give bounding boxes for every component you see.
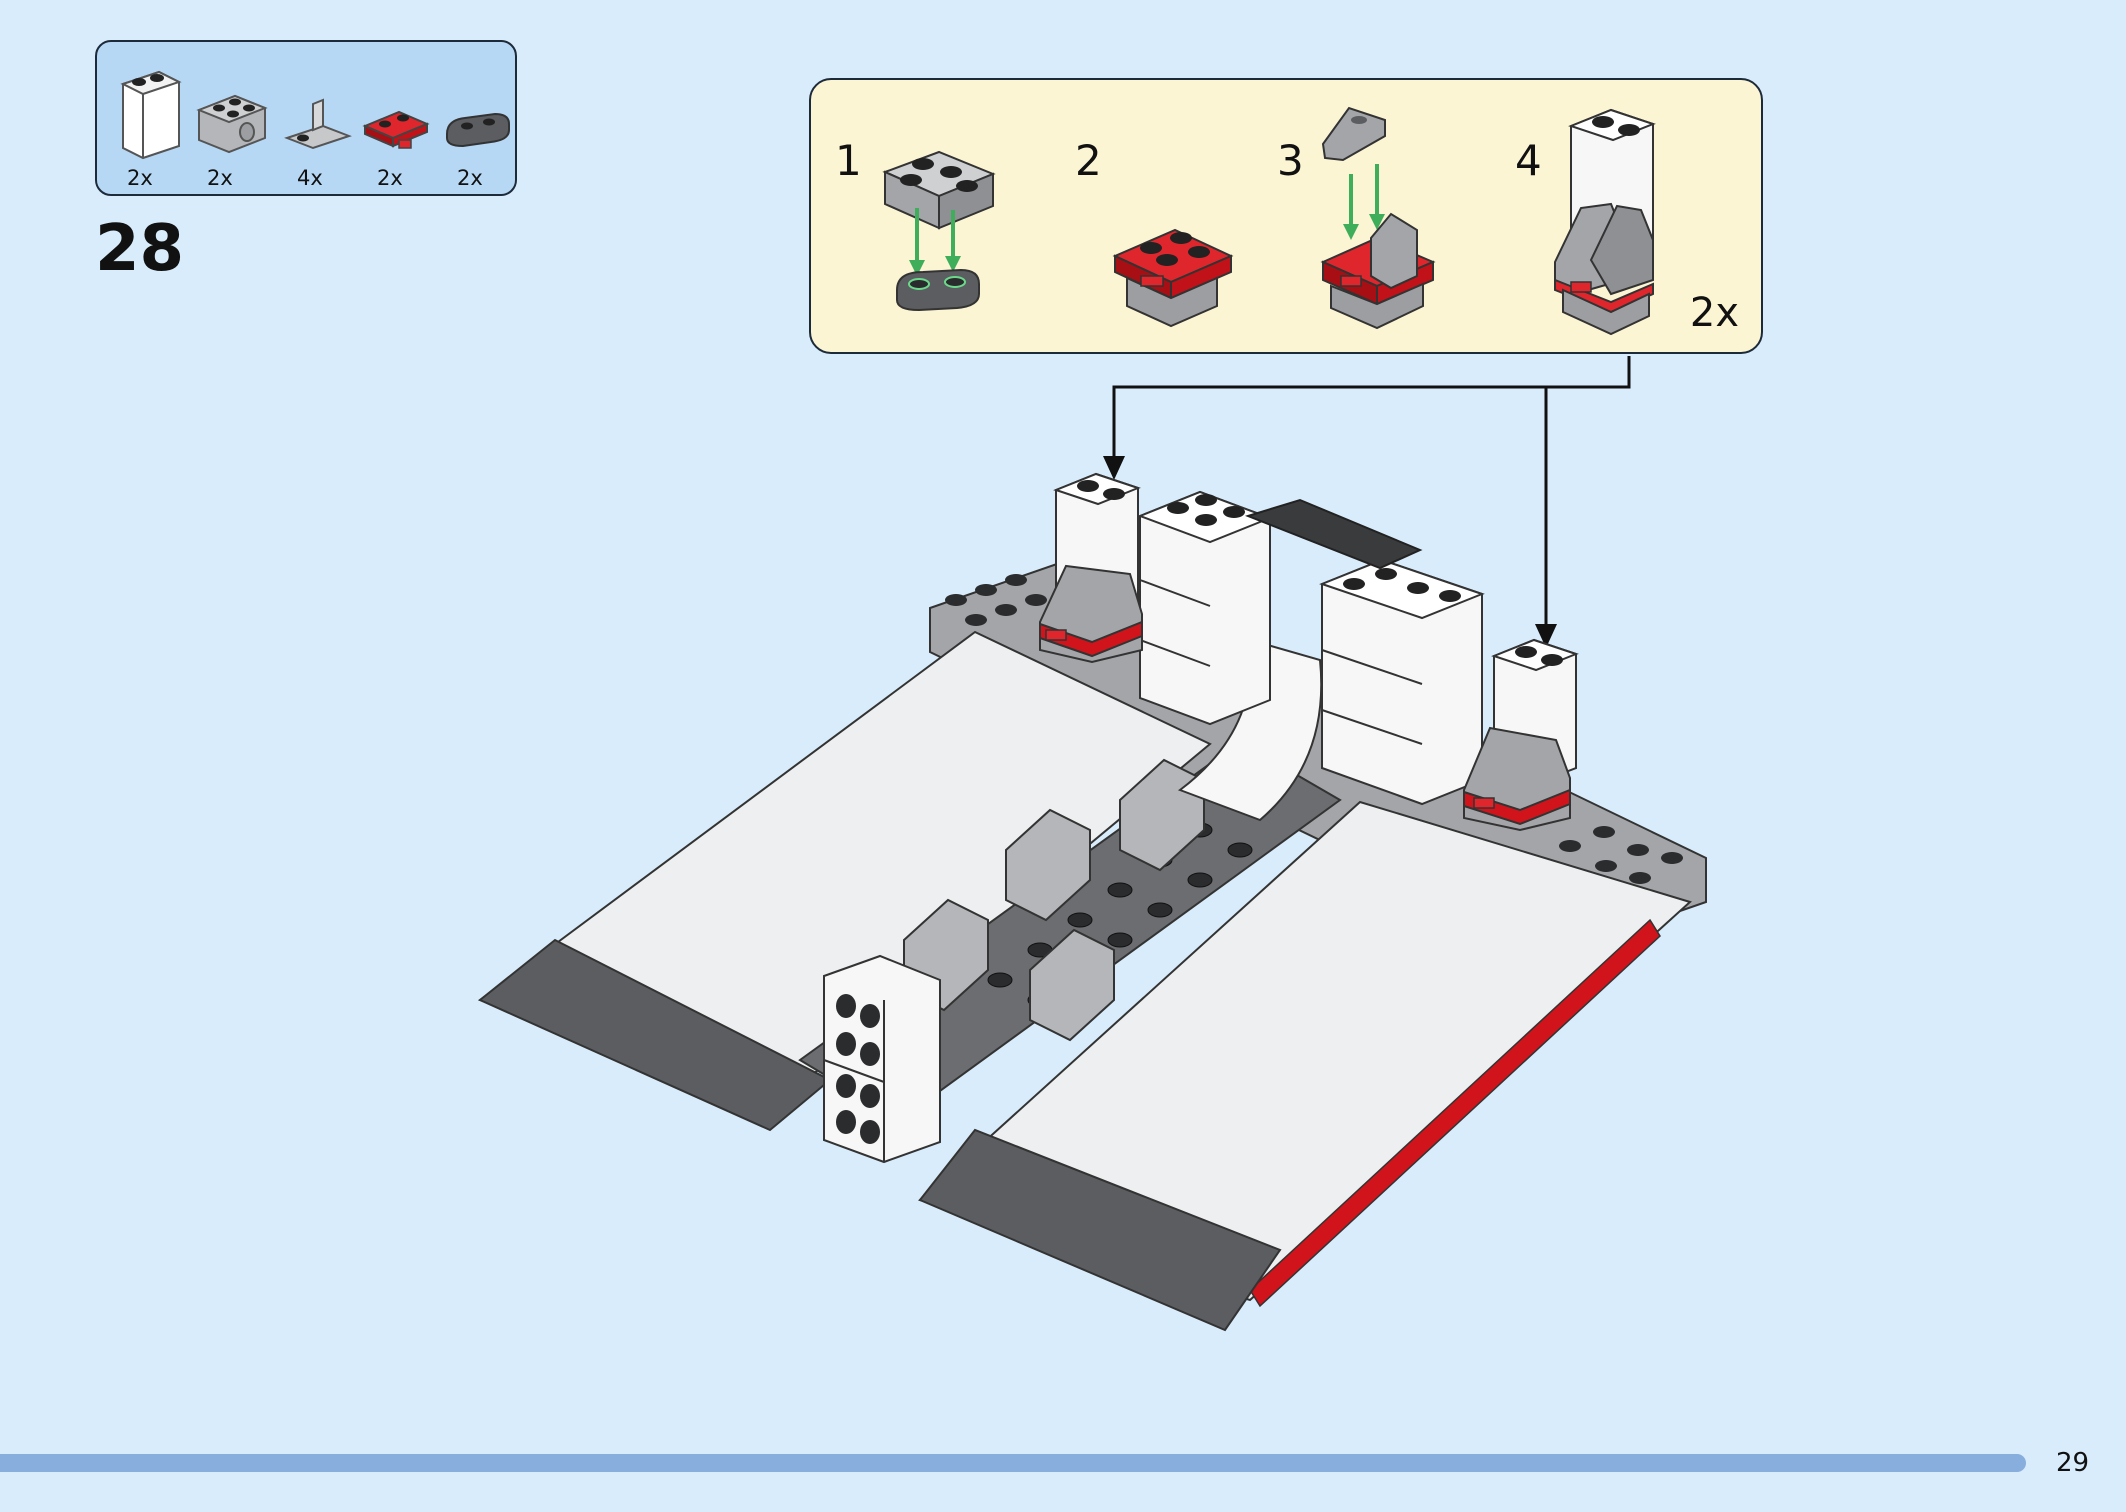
sub-step-label: 1 [835,136,862,185]
sub-step-label: 4 [1515,136,1542,185]
placed-seat-left [1039,472,1143,664]
parts-list-callout: 2x 2x 4x 2x [95,40,517,196]
dark-gray-jumper-plate-icon [446,112,510,148]
sub-step-3-art [1320,106,1436,330]
gray-bracket-icon [284,98,352,150]
sub-assembly-callout: 1 2 3 4 2x [809,78,1763,354]
white-brick-1x2x2-icon [120,70,182,160]
page-number: 29 [2056,1448,2090,1478]
part-red-plate: 2x [359,54,439,194]
sub-step-label: 3 [1277,136,1304,185]
placed-seat-right [1463,638,1579,832]
multiplier-label: 2x [1689,290,1739,336]
red-stripe [1249,918,1661,1308]
sub-step-4-art [1554,108,1656,336]
back-plate-studs [945,574,1683,884]
sub-assembly-illustration [882,106,1656,336]
sub-step-2-art [1112,228,1234,328]
footer-bar [0,1454,2026,1472]
part-qty: 2x [457,166,483,190]
part-white-brick: 2x [109,54,189,194]
part-qty: 2x [377,166,403,190]
center-studs [987,822,1253,1008]
arrow-head [1535,624,1557,648]
part-qty: 2x [207,166,233,190]
back-wall-right [1319,558,1485,806]
part-dark-gray-plate: 2x [439,54,519,194]
placement-arrows [1112,356,1631,628]
back-wall-left [1137,490,1273,726]
front-brick-stack [823,954,941,1164]
part-qty: 2x [127,166,153,190]
part-gray-bracket: 4x [279,54,359,194]
right-wing-edge [918,1128,1282,1332]
sub-step-1-art [882,150,996,312]
main-model-illustration [477,356,1707,1332]
bridge-plate [1244,498,1423,570]
arrow-head [1103,456,1125,480]
part-gray-brick: 2x [189,54,269,194]
step-number: 28 [95,212,185,286]
red-plate-with-clip-icon [362,110,430,149]
sub-step-label: 2 [1075,136,1102,185]
part-qty: 4x [297,166,323,190]
gray-brick-with-hole-icon [196,94,268,154]
